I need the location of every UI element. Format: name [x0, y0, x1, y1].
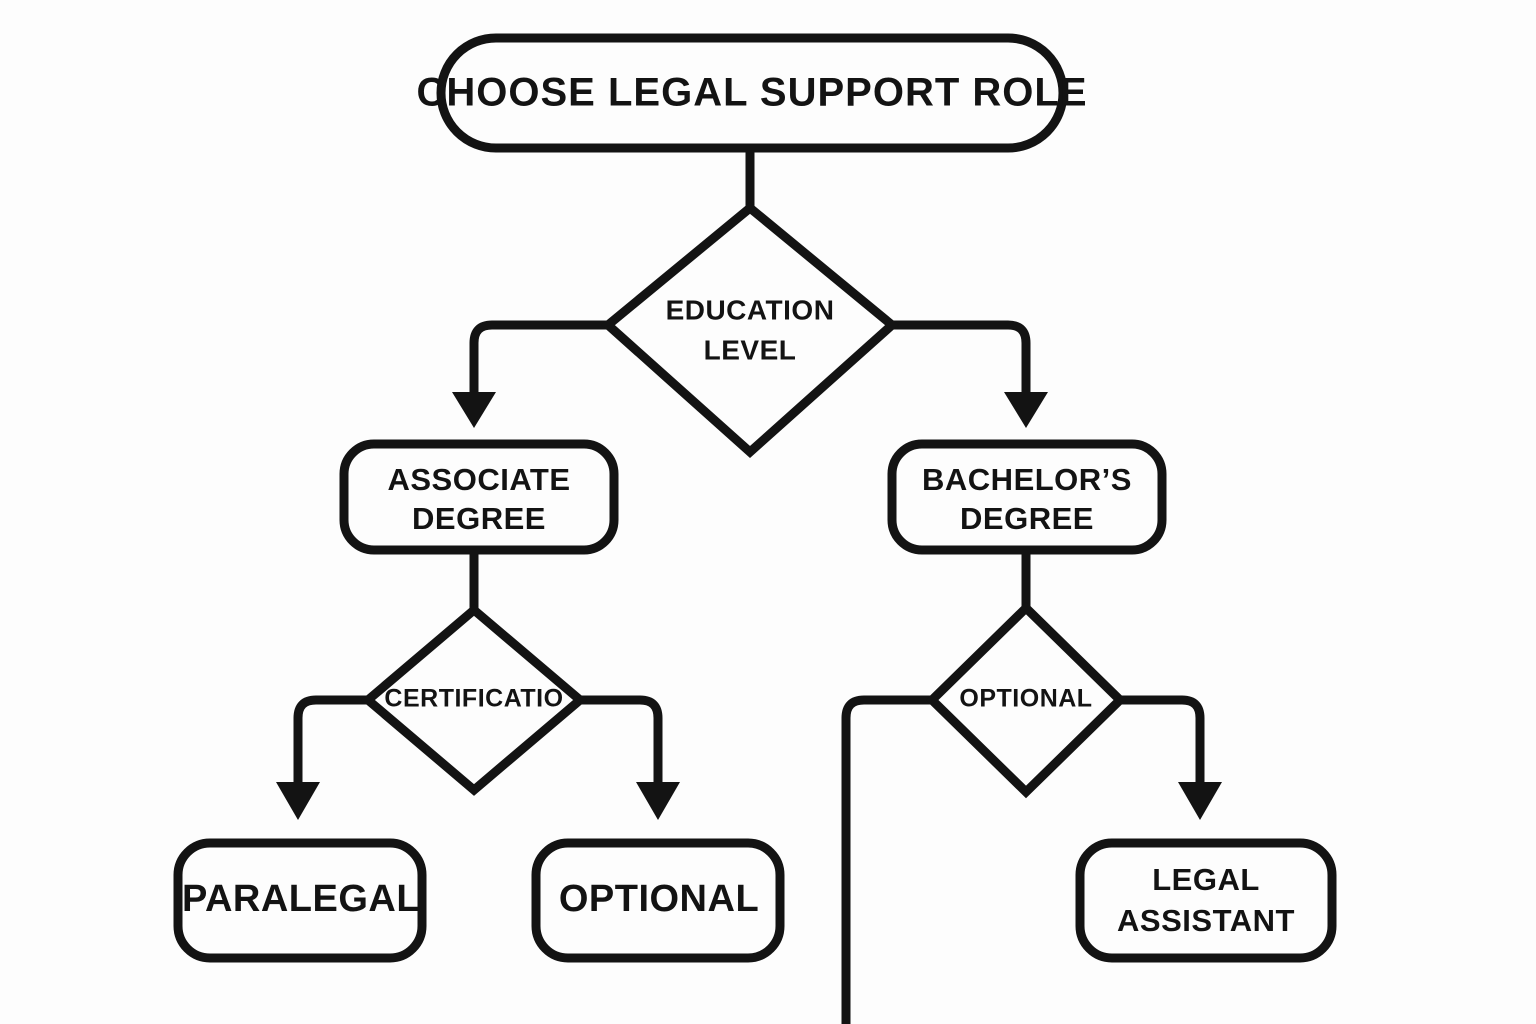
edge-certification-to-optional-outcome — [580, 695, 663, 788]
node-decision-optional[interactable]: OPTIONAL — [925, 601, 1127, 799]
associate-node-shape — [339, 439, 619, 555]
optional-outcome-node-label: OPTIONAL — [559, 878, 759, 920]
edge-optional-left-offscreen — [841, 695, 932, 1024]
node-choose-legal-support-role[interactable]: CHOOSE LEGAL SUPPORT ROLE — [417, 33, 1088, 153]
arrowhead-certification-to-optional-outcome — [636, 782, 680, 820]
education-diamond-shape — [601, 202, 899, 459]
certification-diamond-shape — [361, 604, 587, 796]
legal-assistant-node-label-line2: ASSISTANT — [1117, 903, 1295, 938]
education-diamond-label-line1: EDUCATION — [666, 294, 835, 325]
paralegal-node-label: PARALEGAL — [182, 878, 420, 920]
optional-diamond-label: OPTIONAL — [959, 685, 1092, 713]
node-decision-certification[interactable]: CERTIFICATIO — [361, 604, 587, 796]
edge-optional-to-legal-assistant — [1120, 695, 1205, 788]
bachelors-node-label-line1: BACHELOR’S — [922, 462, 1132, 497]
arrowhead-certification-to-paralegal — [276, 782, 320, 820]
arrowhead-education-to-associate — [452, 392, 496, 428]
optional-outcome-node-shape — [531, 838, 785, 963]
legal-assistant-node-label-line1: LEGAL — [1152, 862, 1260, 897]
paralegal-node-shape — [173, 838, 427, 963]
edge-education-to-associate — [469, 320, 608, 398]
optional-diamond-shape — [925, 601, 1127, 799]
node-legal-assistant[interactable]: LEGAL ASSISTANT — [1075, 838, 1337, 963]
root-node-shape — [436, 33, 1068, 153]
node-decision-education-level[interactable]: EDUCATION LEVEL — [601, 202, 899, 459]
associate-node-label-line1: ASSOCIATE — [387, 462, 570, 497]
bachelors-node-shape — [887, 439, 1167, 555]
certification-diamond-label: CERTIFICATIO — [384, 685, 563, 713]
node-bachelors-degree[interactable]: BACHELOR’S DEGREE — [887, 439, 1167, 555]
associate-node-label-line2: DEGREE — [412, 501, 546, 536]
arrowhead-education-to-bachelors — [1004, 392, 1048, 428]
bachelors-node-label-line2: DEGREE — [960, 501, 1094, 536]
edge-certification-to-paralegal — [293, 695, 368, 788]
node-associate-degree[interactable]: ASSOCIATE DEGREE — [339, 439, 619, 555]
edge-education-to-bachelors — [892, 320, 1031, 398]
node-paralegal[interactable]: PARALEGAL — [173, 838, 427, 963]
education-diamond-label-line2: LEVEL — [704, 334, 797, 365]
arrowhead-optional-to-legal-assistant — [1178, 782, 1222, 820]
node-optional-outcome[interactable]: OPTIONAL — [531, 838, 785, 963]
root-node-label: CHOOSE LEGAL SUPPORT ROLE — [417, 71, 1088, 115]
legal-assistant-node-shape — [1075, 838, 1337, 963]
